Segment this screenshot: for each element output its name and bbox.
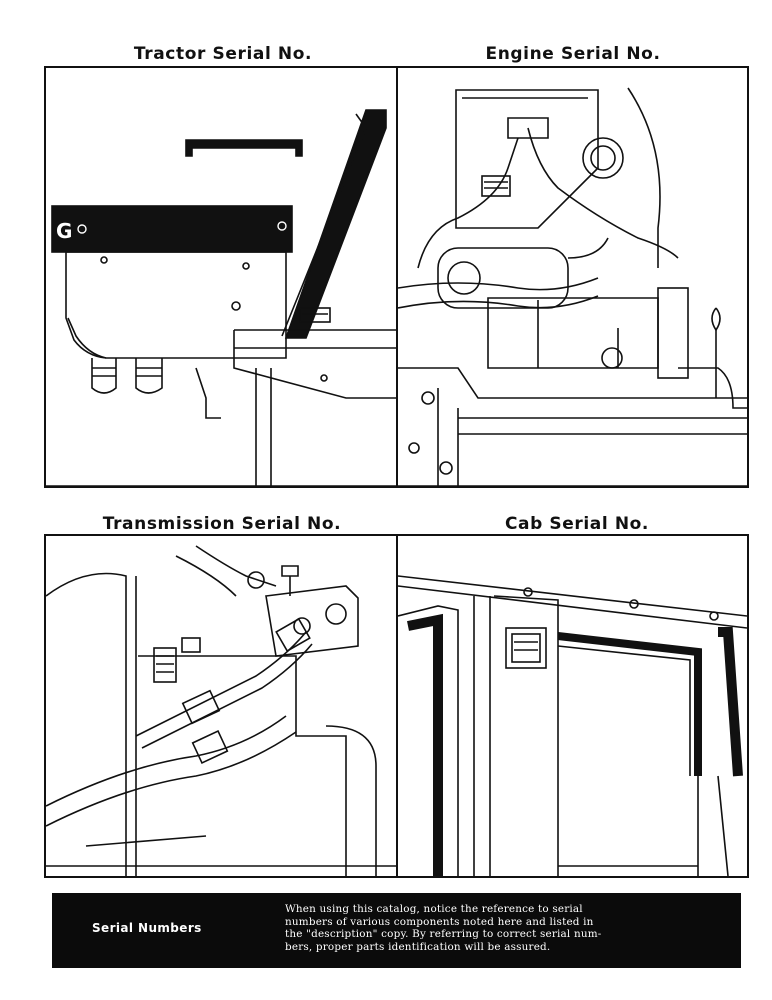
tractor-illustration-drawing: G bbox=[46, 109, 396, 486]
serial-numbers-description: When using this catalog, notice the refe… bbox=[285, 903, 602, 953]
engine-serial-illustration bbox=[398, 68, 747, 486]
serial-numbers-title: Serial Numbers bbox=[92, 921, 202, 935]
bottom-frame-divider bbox=[396, 536, 398, 876]
tractor-serial-caption: Tractor Serial No. bbox=[133, 44, 313, 64]
tractor-panel-letter: G bbox=[56, 219, 72, 243]
cab-serial-illustration bbox=[398, 536, 747, 876]
tractor-serial-illustration: G bbox=[46, 68, 396, 486]
engine-illustration-drawing bbox=[398, 87, 747, 486]
cab-serial-caption: Cab Serial No. bbox=[504, 514, 649, 534]
cab-illustration-drawing bbox=[398, 575, 747, 876]
top-frame-divider bbox=[396, 68, 398, 486]
transmission-serial-caption: Transmission Serial No. bbox=[102, 514, 342, 534]
serial-numbers-banner: Serial Numbers When using this catalog, … bbox=[52, 893, 741, 968]
top-illustration-frame: G bbox=[44, 66, 749, 488]
bottom-illustration-frame bbox=[44, 534, 749, 878]
engine-serial-caption: Engine Serial No. bbox=[485, 44, 661, 64]
transmission-serial-illustration bbox=[46, 536, 396, 876]
transmission-illustration-drawing bbox=[46, 545, 396, 876]
